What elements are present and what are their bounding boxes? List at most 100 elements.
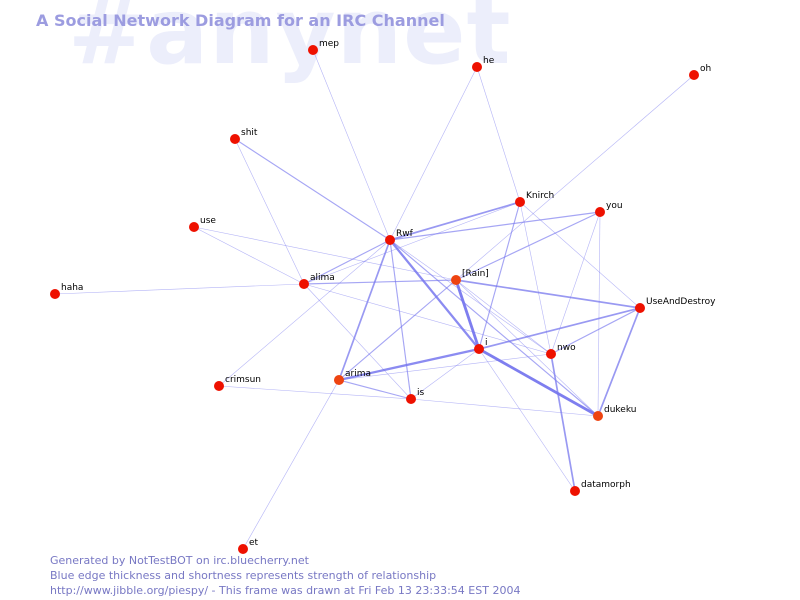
edges-layer bbox=[54, 49, 695, 550]
node-useanddestroy: UseAndDestroy bbox=[635, 297, 716, 313]
node-dot-he bbox=[472, 62, 482, 72]
edge-he-knirch bbox=[476, 66, 521, 203]
node-dot-i bbox=[474, 344, 484, 354]
node-alima: alima bbox=[299, 273, 335, 289]
footer: Generated by NotTestBOT on irc.bluecherr… bbox=[50, 553, 520, 598]
edge-rain-useanddestroy bbox=[455, 279, 641, 309]
node-rwf: Rwf bbox=[385, 229, 414, 245]
edge-nwo-useanddestroy bbox=[550, 307, 641, 355]
node-dot-et bbox=[238, 544, 248, 554]
edge-shit-alima bbox=[234, 138, 305, 285]
node-label-knirch: Knirch bbox=[526, 191, 554, 201]
node-arima: arima bbox=[334, 369, 371, 385]
edge-rwf-you bbox=[389, 211, 601, 241]
node-rain: [Rain] bbox=[451, 269, 489, 285]
edge-rain-dukeku bbox=[455, 279, 599, 417]
node-dot-knirch bbox=[515, 197, 525, 207]
node-label-is: is bbox=[417, 388, 425, 398]
edge-alima-is bbox=[303, 283, 412, 400]
edge-shit-rwf bbox=[234, 138, 391, 241]
node-label-use: use bbox=[200, 216, 216, 226]
edge-is-dukeku bbox=[410, 398, 599, 417]
node-dot-arima bbox=[334, 375, 344, 385]
node-dot-oh bbox=[689, 70, 699, 80]
node-label-rain: [Rain] bbox=[462, 269, 489, 279]
node-dot-crimsun bbox=[214, 381, 224, 391]
edge-rwf-arima bbox=[338, 239, 391, 381]
edge-he-rwf bbox=[389, 66, 478, 241]
node-you: you bbox=[595, 201, 623, 217]
edge-use-rain bbox=[193, 226, 457, 281]
edge-et-arima bbox=[242, 379, 340, 550]
edge-rain-nwo bbox=[455, 279, 552, 355]
edge-useanddestroy-dukeku bbox=[597, 307, 641, 417]
node-dukeku: dukeku bbox=[593, 405, 636, 421]
diagram-title: A Social Network Diagram for an IRC Chan… bbox=[36, 11, 445, 30]
node-dot-mep bbox=[308, 45, 318, 55]
footer-credit-line: http://www.jibble.org/piespy/ - This fra… bbox=[50, 584, 521, 597]
node-dot-is bbox=[406, 394, 416, 404]
edge-you-dukeku bbox=[597, 211, 601, 417]
node-i: i bbox=[474, 338, 488, 354]
node-shit: shit bbox=[230, 128, 258, 144]
edge-you-nwo bbox=[550, 211, 601, 355]
edge-crimsun-is bbox=[218, 385, 412, 400]
node-dot-shit bbox=[230, 134, 240, 144]
node-oh: oh bbox=[689, 64, 711, 80]
node-label-nwo: nwo bbox=[557, 343, 576, 353]
edge-arima-i bbox=[338, 347, 480, 382]
channel-watermark: #anynet bbox=[68, 0, 512, 85]
node-label-et: et bbox=[249, 538, 259, 548]
node-label-he: he bbox=[483, 56, 495, 66]
edge-haha-alima bbox=[54, 283, 305, 295]
edge-rwf-i bbox=[389, 239, 480, 350]
edge-rain-you bbox=[455, 211, 601, 281]
node-dot-use bbox=[189, 222, 199, 232]
node-dot-haha bbox=[50, 289, 60, 299]
edge-rwf-knirch bbox=[389, 201, 521, 241]
footer-legend-line: Blue edge thickness and shortness repres… bbox=[50, 569, 437, 582]
edge-alima-nwo bbox=[303, 283, 552, 355]
edge-is-i bbox=[410, 348, 480, 400]
edge-i-datamorph bbox=[478, 348, 576, 492]
node-label-rwf: Rwf bbox=[396, 229, 414, 239]
node-label-useanddestroy: UseAndDestroy bbox=[646, 297, 716, 307]
edge-use-alima bbox=[193, 226, 305, 285]
edge-crimsun-rwf bbox=[218, 239, 391, 387]
node-use: use bbox=[189, 216, 216, 232]
edge-alima-rain bbox=[303, 279, 457, 285]
edge-rwf-nwo bbox=[389, 239, 552, 355]
edge-rwf-dukeku bbox=[389, 239, 599, 417]
edge-arima-is bbox=[338, 379, 412, 400]
node-label-dukeku: dukeku bbox=[604, 405, 636, 415]
edge-arima-nwo bbox=[338, 353, 552, 381]
node-label-oh: oh bbox=[700, 64, 711, 74]
node-crimsun: crimsun bbox=[214, 375, 261, 391]
node-dot-alima bbox=[299, 279, 309, 289]
node-label-haha: haha bbox=[61, 283, 83, 293]
node-dot-nwo bbox=[546, 349, 556, 359]
node-label-mep: mep bbox=[319, 39, 339, 49]
node-et: et bbox=[238, 538, 259, 554]
footer-generated-line: Generated by NotTestBOT on irc.bluecherr… bbox=[50, 554, 309, 567]
edge-rwf-is bbox=[389, 239, 412, 400]
edge-knirch-useanddestroy bbox=[519, 201, 641, 309]
node-dot-rain bbox=[451, 275, 461, 285]
edge-rain-i bbox=[454, 279, 481, 350]
node-label-i: i bbox=[485, 338, 488, 348]
node-dot-useanddestroy bbox=[635, 303, 645, 313]
edge-alima-knirch bbox=[303, 201, 521, 285]
node-is: is bbox=[406, 388, 425, 404]
edge-rain-arima bbox=[338, 279, 457, 381]
node-dot-rwf bbox=[385, 235, 395, 245]
node-label-shit: shit bbox=[241, 128, 258, 138]
node-label-alima: alima bbox=[310, 273, 335, 283]
edge-oh-rain bbox=[455, 74, 695, 281]
node-mep: mep bbox=[308, 39, 339, 55]
edge-rwf-alima bbox=[303, 239, 391, 285]
node-dot-you bbox=[595, 207, 605, 217]
node-datamorph: datamorph bbox=[570, 480, 631, 496]
